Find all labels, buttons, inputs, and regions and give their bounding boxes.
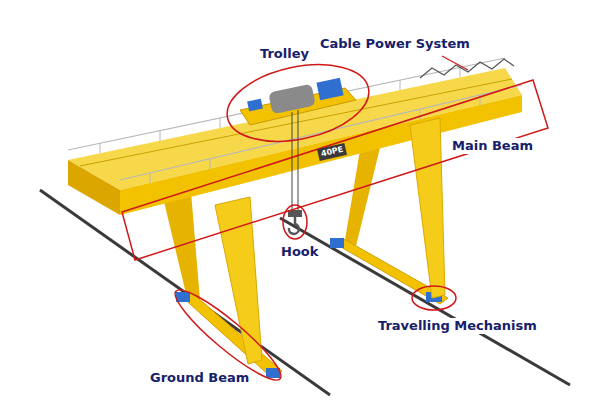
hook xyxy=(289,217,299,234)
rope xyxy=(292,112,293,212)
part-label: Travelling Mechanism xyxy=(376,318,539,334)
part-label: Cable Power System xyxy=(318,36,472,52)
callout-ellipse xyxy=(283,205,307,239)
girder-gap xyxy=(80,79,512,166)
part-label: Ground Beam xyxy=(148,370,251,386)
beam-end xyxy=(68,160,120,215)
wheel-drive xyxy=(266,368,280,378)
cable-festoon xyxy=(420,59,514,78)
part-label: Trolley xyxy=(258,46,311,62)
leg xyxy=(410,118,445,298)
leader-line xyxy=(442,56,468,70)
part-label: Main Beam xyxy=(450,138,535,154)
part-label: Hook xyxy=(279,244,320,260)
trolley-motor xyxy=(247,99,263,112)
hoist-drum xyxy=(268,84,316,115)
wheel-drive xyxy=(330,238,344,248)
callout-frame xyxy=(122,80,548,260)
hoist-motor xyxy=(316,78,343,101)
callout-ellipse xyxy=(412,286,456,310)
ground-beam xyxy=(180,291,282,378)
rope xyxy=(298,110,299,212)
wheel-drive xyxy=(176,292,190,302)
